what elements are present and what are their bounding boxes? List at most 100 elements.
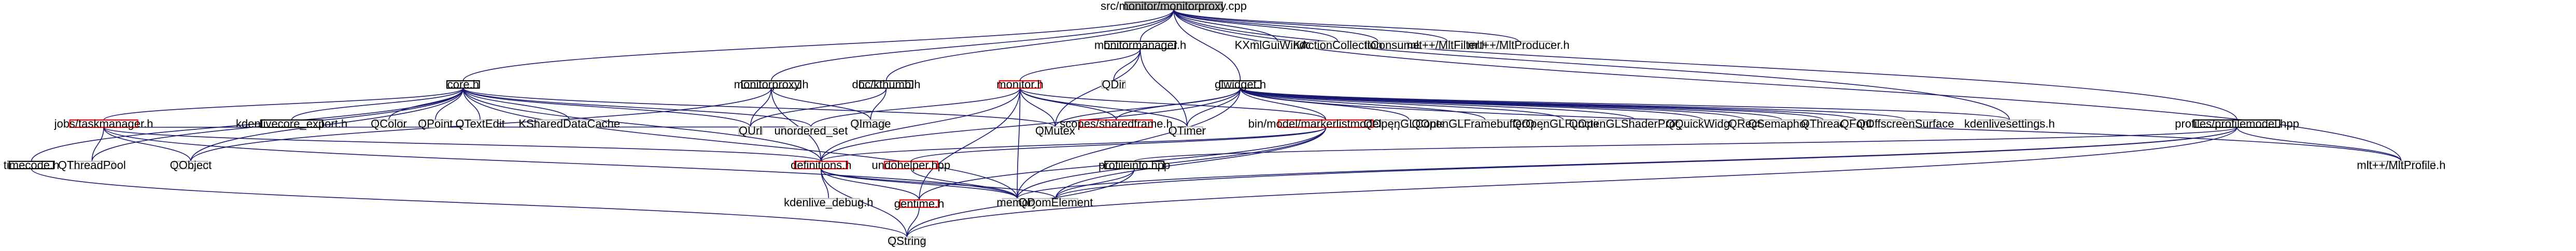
node-box bbox=[1033, 198, 1078, 207]
node-label: kdenlive_debug.h bbox=[784, 196, 873, 209]
node-definitions[interactable]: definitions.h bbox=[791, 158, 851, 171]
edge-monitorproxy-to-qimage bbox=[770, 88, 871, 121]
node-qthreadpool[interactable]: QThreadPool bbox=[58, 158, 126, 171]
node-doc[interactable]: doc/kthumb.h bbox=[852, 78, 920, 91]
node-box bbox=[1442, 119, 1528, 128]
edge-corefile-to-qurl bbox=[462, 88, 751, 127]
node-label: src/monitor/monitorproxy.cpp bbox=[1101, 0, 1247, 12]
node-profilemodel[interactable]: profiles/profilemodel.hpp bbox=[2175, 117, 2299, 130]
node-qsemaphore[interactable]: QSemaphore bbox=[1748, 117, 1816, 130]
node-qquickwidget[interactable]: QQuickWidget bbox=[1666, 117, 1739, 130]
edge-corefile-to-unorderedset bbox=[462, 88, 812, 127]
node-box bbox=[2193, 119, 2281, 128]
node-qrect[interactable]: QRect bbox=[1728, 117, 1761, 130]
node-box bbox=[173, 160, 208, 170]
node-mltfilter[interactable]: mlt++/MltFilter.h bbox=[1407, 39, 1488, 52]
edge-definitions-to-qdomelement bbox=[820, 168, 1057, 199]
node-qobject[interactable]: QObject bbox=[170, 158, 212, 171]
node-box bbox=[794, 160, 849, 170]
node-kactioncollection[interactable]: KActionCollection bbox=[1293, 39, 1382, 52]
edge-bin-to-memory bbox=[1017, 127, 1327, 199]
node-kdenlivesettings[interactable]: kdenlivesettings.h bbox=[1964, 117, 2055, 130]
node-unorderedset[interactable]: unordered_set bbox=[774, 124, 848, 137]
edge-root-to-doc bbox=[885, 9, 1174, 81]
edge-glwidget-to-qopenglcontext bbox=[1240, 88, 1410, 121]
node-gentime[interactable]: gentime.h bbox=[894, 197, 945, 210]
edge-corefile-to-qmutex bbox=[462, 87, 1056, 127]
node-undohelper[interactable]: undohelper.hpp bbox=[872, 158, 951, 171]
node-qimage[interactable]: QImage bbox=[850, 117, 891, 130]
node-corefile[interactable]: core.h bbox=[446, 78, 480, 91]
edge-root-to-corefile bbox=[462, 9, 1174, 81]
edge-corefile-to-qobject bbox=[190, 88, 464, 161]
node-kdenlivecore[interactable]: kdenlivecore_export.h bbox=[236, 117, 347, 130]
node-qurl[interactable]: QUrl bbox=[738, 124, 763, 137]
node-qstring[interactable]: QString bbox=[888, 234, 926, 247]
edge-glwidget-to-qmutex bbox=[1054, 88, 1241, 127]
edge-root-to-mltprofile bbox=[1173, 9, 2402, 161]
node-monitorproxy[interactable]: monitorproxy.h bbox=[734, 78, 809, 91]
node-box bbox=[375, 119, 403, 128]
node-qtimer[interactable]: QTimer bbox=[1169, 124, 1206, 137]
node-label: glwidget.h bbox=[1215, 78, 1266, 91]
node-qdir[interactable]: QDir bbox=[1101, 78, 1126, 91]
node-bin[interactable]: bin/model/markerlistmodel.hpp bbox=[1248, 117, 1404, 130]
edge-glwidget-to-bin bbox=[1240, 88, 1327, 121]
node-mltproducer[interactable]: mlt++/MltProducer.h bbox=[1468, 39, 1570, 52]
node-label: QString bbox=[888, 234, 926, 247]
node-label: gentime.h bbox=[894, 197, 945, 210]
edge-root-to-kactioncollection bbox=[1173, 9, 1339, 42]
node-qopenglcontext[interactable]: QOpenGLContext bbox=[1363, 117, 1455, 130]
node-label: QFont bbox=[1840, 117, 1872, 130]
node-kshareddatacache[interactable]: KSharedDataCache bbox=[518, 117, 620, 130]
node-label: memory bbox=[996, 196, 1037, 209]
node-qthread[interactable]: QThread bbox=[1801, 117, 1846, 130]
node-monitor[interactable]: monitor.h bbox=[996, 78, 1044, 91]
edge-timecode-to-qstring bbox=[31, 168, 908, 238]
graph-edges bbox=[31, 9, 2402, 238]
edge-root-to-mltfilter bbox=[1173, 9, 1448, 42]
node-box bbox=[421, 119, 449, 128]
node-qoffscreen[interactable]: QOffscreenSurface bbox=[1857, 117, 1954, 130]
edge-glwidget-to-qopenglshader bbox=[1240, 87, 1636, 121]
node-qopenglfbo[interactable]: QOpenGLFramebufferObject bbox=[1412, 117, 1558, 130]
node-glwidget[interactable]: glwidget.h bbox=[1215, 78, 1266, 91]
node-label: mlt++/MltProfile.h bbox=[2357, 158, 2445, 171]
edge-undohelper-to-memory bbox=[910, 168, 1018, 199]
node-label: QPoint bbox=[418, 117, 453, 130]
node-qmutex[interactable]: QMutex bbox=[1035, 124, 1075, 137]
node-label: QTimer bbox=[1169, 124, 1206, 137]
node-scopes[interactable]: scopes/sharedframe.h bbox=[1060, 117, 1173, 130]
node-qcolor[interactable]: QColor bbox=[371, 117, 407, 130]
edge-definitions-to-memory bbox=[820, 168, 1018, 199]
node-kxmlguiwindow[interactable]: KXmlGuiWindow bbox=[1235, 39, 1320, 52]
node-label: profiles/profilemodel.hpp bbox=[2175, 117, 2299, 130]
node-qdomelement[interactable]: QDomElement bbox=[1018, 196, 1093, 209]
node-label: QThreadPool bbox=[58, 158, 126, 171]
node-label: scopes/sharedframe.h bbox=[1060, 117, 1173, 130]
node-memory[interactable]: memory bbox=[996, 196, 1037, 209]
node-label: QObject bbox=[170, 158, 212, 171]
node-profileinfo[interactable]: profileinfo.hpp bbox=[1099, 158, 1170, 171]
node-jobs[interactable]: jobs/taskmanager.h bbox=[54, 117, 153, 130]
node-qfont[interactable]: QFont bbox=[1840, 117, 1872, 130]
node-qopenglfunctions[interactable]: QOpenGLFunctions bbox=[1513, 117, 1614, 130]
edge-monitor-to-unorderedset bbox=[810, 88, 1021, 127]
node-timecode[interactable]: timecode.h bbox=[4, 158, 60, 171]
edge-monitormanager-to-monitor bbox=[1019, 48, 1141, 81]
edge-profileinfo-to-qdomelement bbox=[1055, 168, 1135, 199]
node-label: KSharedDataCache bbox=[518, 117, 620, 130]
node-monitormanager[interactable]: monitormanager.h bbox=[1094, 39, 1186, 52]
node-box bbox=[1843, 119, 1869, 128]
edge-monitor-to-memory bbox=[1017, 88, 1021, 199]
edge-glwidget-to-qopenglfbo bbox=[1240, 87, 1486, 121]
node-mltprofile[interactable]: mlt++/MltProfile.h bbox=[2357, 158, 2445, 171]
node-label: unordered_set bbox=[774, 124, 848, 137]
node-qpoint[interactable]: QPoint bbox=[418, 117, 453, 130]
edge-glwidget-to-qopenglfunctions bbox=[1240, 87, 1564, 121]
node-root[interactable]: src/monitor/monitorproxy.cpp bbox=[1101, 0, 1247, 12]
node-label: monitorproxy.h bbox=[734, 78, 809, 91]
node-qtextedit[interactable]: QTextEdit bbox=[455, 117, 504, 130]
node-kdenlivedebug[interactable]: kdenlive_debug.h bbox=[784, 196, 873, 209]
graph-nodes: src/monitor/monitorproxy.cpp monitormanag… bbox=[4, 0, 2446, 247]
